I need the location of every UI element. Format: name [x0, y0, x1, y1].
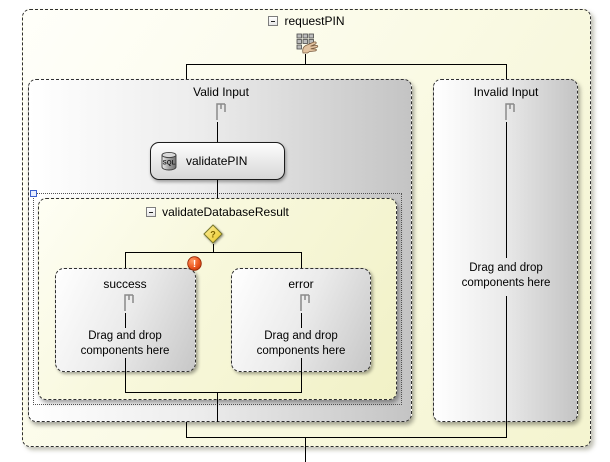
- collapse-minus-icon[interactable]: [146, 207, 157, 217]
- connector-line: [125, 372, 126, 392]
- connector-line: [506, 64, 507, 79]
- connector-line: [125, 392, 302, 393]
- error-drop-placeholder: Drag and drop components here: [256, 330, 346, 357]
- connector-line: [217, 180, 218, 198]
- flow-step-icon: [213, 103, 227, 121]
- connector-line: [217, 122, 218, 142]
- connector-line: [305, 437, 306, 462]
- collapse-minus-icon[interactable]: [268, 16, 279, 26]
- connector-line: [186, 64, 507, 65]
- connector-line: [213, 244, 214, 252]
- choice-icon[interactable]: ?: [203, 224, 223, 244]
- connector-line: [305, 54, 306, 64]
- connector-line: [301, 313, 302, 328]
- validatepin-label: validatePIN: [186, 154, 248, 168]
- selection-handle[interactable]: [30, 190, 37, 197]
- flow-step-icon: [297, 294, 311, 312]
- flow-title: requestPIN: [284, 14, 345, 28]
- invalid-input-branch[interactable]: [433, 79, 578, 422]
- flow-header: requestPIN: [22, 14, 591, 28]
- validatepin-node[interactable]: SQL validatePIN: [150, 142, 285, 180]
- flow-step-icon: [502, 103, 516, 121]
- connector-line: [186, 64, 187, 79]
- success-drop-placeholder: Drag and drop components here: [80, 330, 170, 357]
- error-label: error: [288, 277, 314, 291]
- connector-line: [125, 252, 126, 268]
- connector-line: [506, 122, 507, 258]
- pin-keypad-icon[interactable]: [294, 33, 320, 54]
- connector-line: [186, 422, 187, 437]
- invalid-drop-placeholder: Drag and drop components here: [461, 262, 551, 289]
- connector-line: [301, 358, 302, 372]
- connector-line: [125, 313, 126, 328]
- flow-step-icon: [121, 294, 135, 312]
- connector-line: [217, 392, 218, 422]
- sql-icon-text: SQL: [163, 160, 176, 167]
- connector-line: [186, 437, 507, 438]
- connector-line: [301, 252, 302, 268]
- error-badge-icon[interactable]: !: [187, 256, 202, 271]
- choice-scope-header: validateDatabaseResult: [39, 205, 396, 219]
- connector-line: [506, 296, 507, 437]
- sql-icon: SQL: [160, 151, 178, 171]
- connector-line: [125, 358, 126, 372]
- choice-scope-title: validateDatabaseResult: [162, 205, 289, 219]
- valid-input-label: Valid Input: [193, 85, 249, 99]
- success-label: success: [103, 277, 147, 291]
- connector-line: [125, 252, 302, 253]
- invalid-input-label: Invalid Input: [473, 85, 539, 99]
- connector-line: [301, 372, 302, 392]
- choice-icon-text: ?: [210, 230, 216, 240]
- error-badge-text: !: [193, 259, 196, 270]
